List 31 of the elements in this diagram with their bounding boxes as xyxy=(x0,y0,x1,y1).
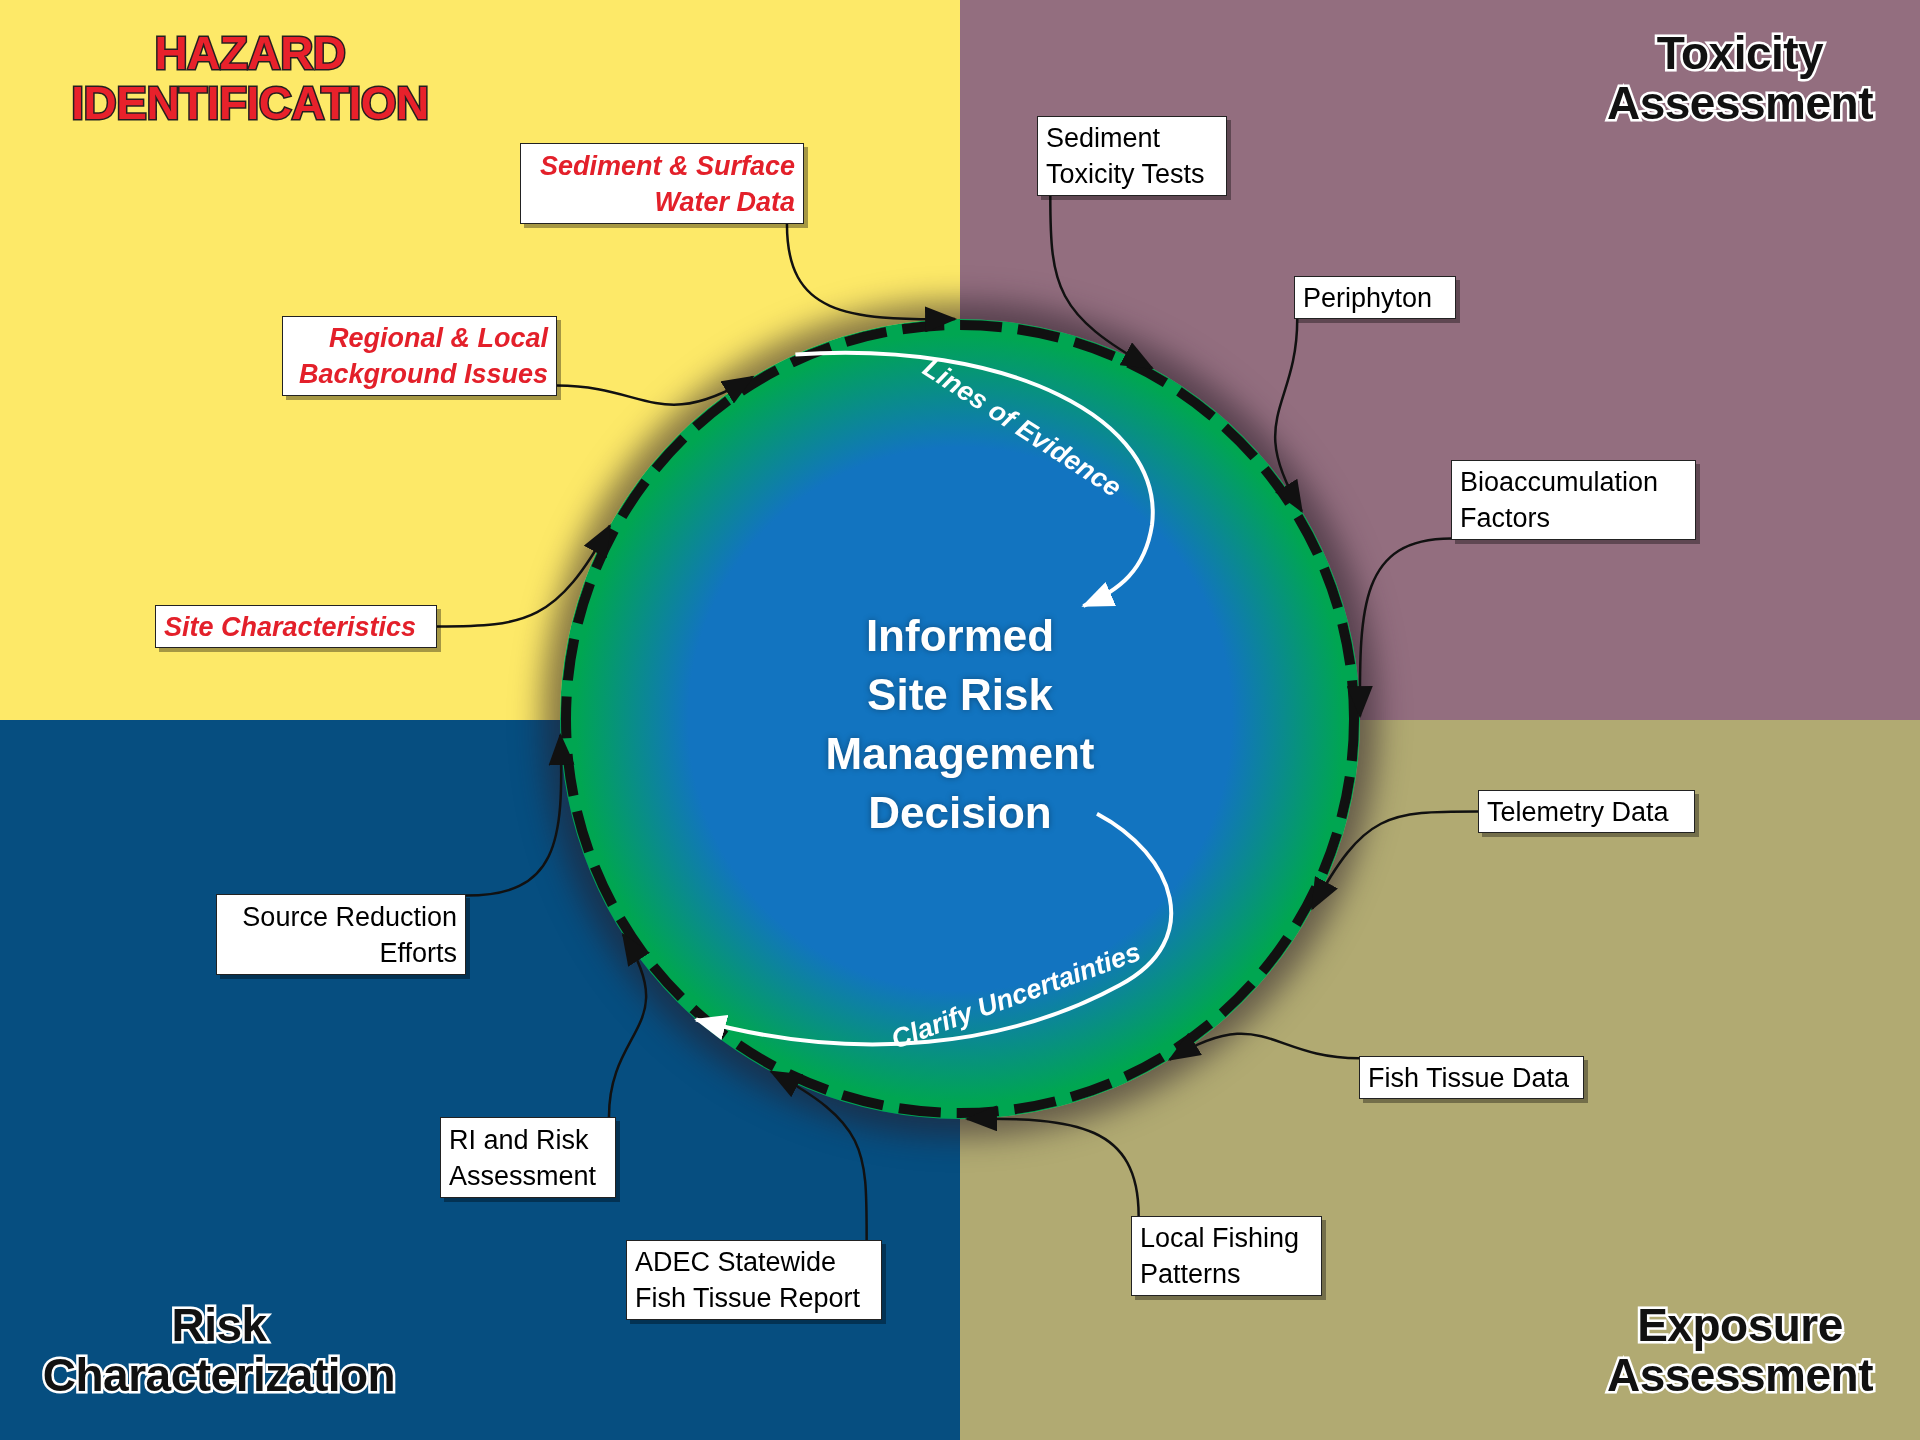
arrow xyxy=(556,375,755,406)
arrow xyxy=(1049,196,1154,370)
arrow xyxy=(607,932,650,1118)
label-box: Periphyton xyxy=(1294,276,1456,319)
arrow xyxy=(694,811,1174,1047)
label-box: Regional & Local Background Issues xyxy=(282,316,557,396)
label-box: Sediment Toxicity Tests xyxy=(1037,116,1227,196)
label-box: ADEC Statewide Fish Tissue Report xyxy=(626,1240,882,1320)
arrow xyxy=(1167,1032,1360,1061)
arrow xyxy=(965,1105,1140,1217)
label-box: RI and Risk Assessment xyxy=(440,1117,616,1198)
label-box: Site Characteristics xyxy=(155,605,437,648)
label-box: Sediment & Surface Water Data xyxy=(520,143,804,224)
arrow xyxy=(795,350,1154,608)
arrow xyxy=(437,523,611,628)
arrow xyxy=(1274,318,1303,513)
label-box: Source Reduction Efforts xyxy=(216,894,466,975)
arrow xyxy=(769,1070,868,1240)
quadrant-heading: Risk Characterization xyxy=(41,1300,397,1400)
label-box: Telemetry Data xyxy=(1478,790,1695,833)
label-box: Bioaccumulation Factors xyxy=(1451,460,1696,540)
label-box: Local Fishing Patterns xyxy=(1131,1216,1322,1296)
quadrant-heading: HAZARD IDENTIFICATION xyxy=(70,28,430,128)
quadrant-heading: Toxicity Assessment xyxy=(1605,28,1874,128)
arrow xyxy=(465,733,575,897)
arrow xyxy=(1346,537,1452,719)
quadrant-heading: Exposure Assessment xyxy=(1605,1300,1874,1400)
arrow xyxy=(1311,810,1478,911)
arrow xyxy=(785,223,958,333)
label-box: Fish Tissue Data xyxy=(1359,1056,1584,1099)
center-text: Informed Site Risk Management Decision xyxy=(823,606,1097,842)
